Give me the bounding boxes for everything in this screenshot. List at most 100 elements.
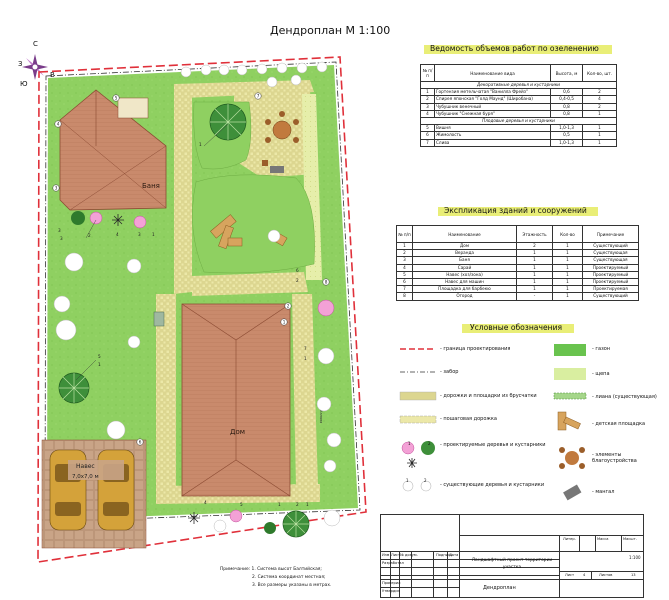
legend-num: 2 [428, 441, 431, 446]
legend-num: 1 [406, 478, 409, 483]
col-qty: Кол-во, шт. [582, 64, 617, 82]
legend-border: - граница проектирования [440, 346, 511, 352]
legend-playground: - детская площадка [592, 421, 646, 427]
marker-5: 5 [115, 96, 118, 101]
buildings-table: № п/п Наименование Этажность Кол-во Прим… [396, 225, 639, 301]
stamp-prover: Проверил [382, 581, 401, 585]
compass-east: В [50, 71, 55, 79]
legend-existing: - существующие деревья и кустарники [440, 482, 545, 488]
conifer-tree-icon [58, 372, 90, 404]
project-border [37, 56, 367, 563]
marker-4: 4 [57, 122, 60, 127]
conifer-tree-icon [209, 103, 247, 141]
callout: 2 [296, 278, 299, 283]
gravel-swatch [554, 368, 586, 380]
callout: 1 [152, 232, 155, 237]
shrub-icon [71, 211, 85, 225]
callout: 3 [138, 232, 141, 237]
legend-fence: - забор [440, 369, 459, 375]
paving-path-house-left [156, 294, 176, 490]
spiky-shrub-icon [112, 214, 200, 524]
legend-paths: - дорожки и площадки из брусчатки [440, 393, 537, 399]
marker-7: 7 [257, 94, 260, 99]
stamp-razrab: Разработал [382, 561, 404, 565]
legend-grill: - мангал [592, 489, 615, 495]
planned-conifer-icon [421, 441, 435, 455]
col-height: Высота, м [550, 64, 583, 82]
existing-tree-icon [402, 480, 414, 492]
note-1: Примечание: 1. Система высот Балтийская; [220, 567, 322, 572]
stamp-podp: Подпись [436, 553, 453, 557]
planned-shrubs [89, 211, 335, 523]
stamp-list-label: Лист [565, 573, 575, 577]
col-note: Примечание [582, 225, 639, 243]
site-plan: Баня Дом Канава Навес 7,0х7,0 м [37, 56, 367, 563]
legend-stepping: - пошаговая дорожка [440, 416, 497, 422]
banya-label: Баня [142, 182, 160, 190]
callout: 1 [278, 502, 281, 507]
stamp-masshtab: Масшт. [623, 537, 637, 541]
callout: 2 [88, 233, 91, 238]
veranda [117, 97, 149, 119]
volume-table-title-bar [424, 45, 612, 54]
callout: 2 [296, 502, 299, 507]
col-floors: Этажность [516, 225, 553, 243]
section-fruit: Плодовые деревья и кустарники [420, 117, 617, 126]
compass-west: З [18, 60, 23, 68]
playground-legend-icon [557, 411, 581, 431]
legend-title: Условные обозначения [470, 323, 563, 332]
grill-legend-icon [563, 484, 582, 501]
note-2: 2. Система координат местная; [252, 575, 326, 580]
compass-north: С [33, 40, 38, 48]
buildings-table-title: Экспликация зданий и сооружений [444, 206, 587, 215]
section-decorative: Декоративные деревья и кустарники [420, 80, 617, 90]
amenities-legend-icon [559, 447, 585, 469]
legend-lawn: - газон [592, 346, 611, 352]
marker-2: 2 [287, 304, 290, 309]
col-name: Наименование вида [434, 64, 551, 82]
legend-gravel: - щепа [592, 371, 610, 377]
carport-size: 7,0х7,0 м [72, 474, 99, 480]
note-3: 3. Все размеры указаны в метрах. [252, 583, 332, 588]
marker-6: 6 [139, 440, 142, 445]
paving-path-house-right [292, 294, 318, 486]
liana-swatch [553, 392, 587, 400]
col-name: Наименование [412, 225, 517, 243]
legend-planned: - проектируемые деревья и кустарники [440, 442, 546, 448]
page-title: Дендроплан М 1:100 [270, 24, 391, 37]
marker-8: 8 [325, 280, 328, 285]
lawn-island-middle [192, 174, 315, 274]
fence [44, 61, 361, 523]
legend-symbols-right [553, 344, 587, 501]
legend-amenities: - элементы благоустройства [592, 452, 637, 464]
marker-3: 3 [55, 186, 58, 191]
stamp-data: Дата [449, 553, 459, 557]
grill-icon [270, 166, 284, 173]
legend-title-bar [462, 324, 574, 333]
col-qty: Кол-во [552, 225, 583, 243]
callout: 7 [304, 346, 307, 351]
buildings-table-title-bar [438, 207, 598, 216]
stamp-litera: Литер. [563, 537, 576, 541]
planned-tree-icon [401, 441, 415, 455]
existing-tree-icon [420, 480, 432, 492]
callout: 1 [304, 356, 307, 361]
stamp-drawing: Дендроплан [483, 585, 516, 591]
stamp-scale: 1:100 [629, 555, 641, 560]
legend-num: 2 [424, 478, 427, 483]
callout: 3 [58, 228, 61, 233]
paving-path-left [174, 84, 192, 294]
callout: 1 [199, 142, 202, 147]
callout: 5 [240, 502, 243, 507]
